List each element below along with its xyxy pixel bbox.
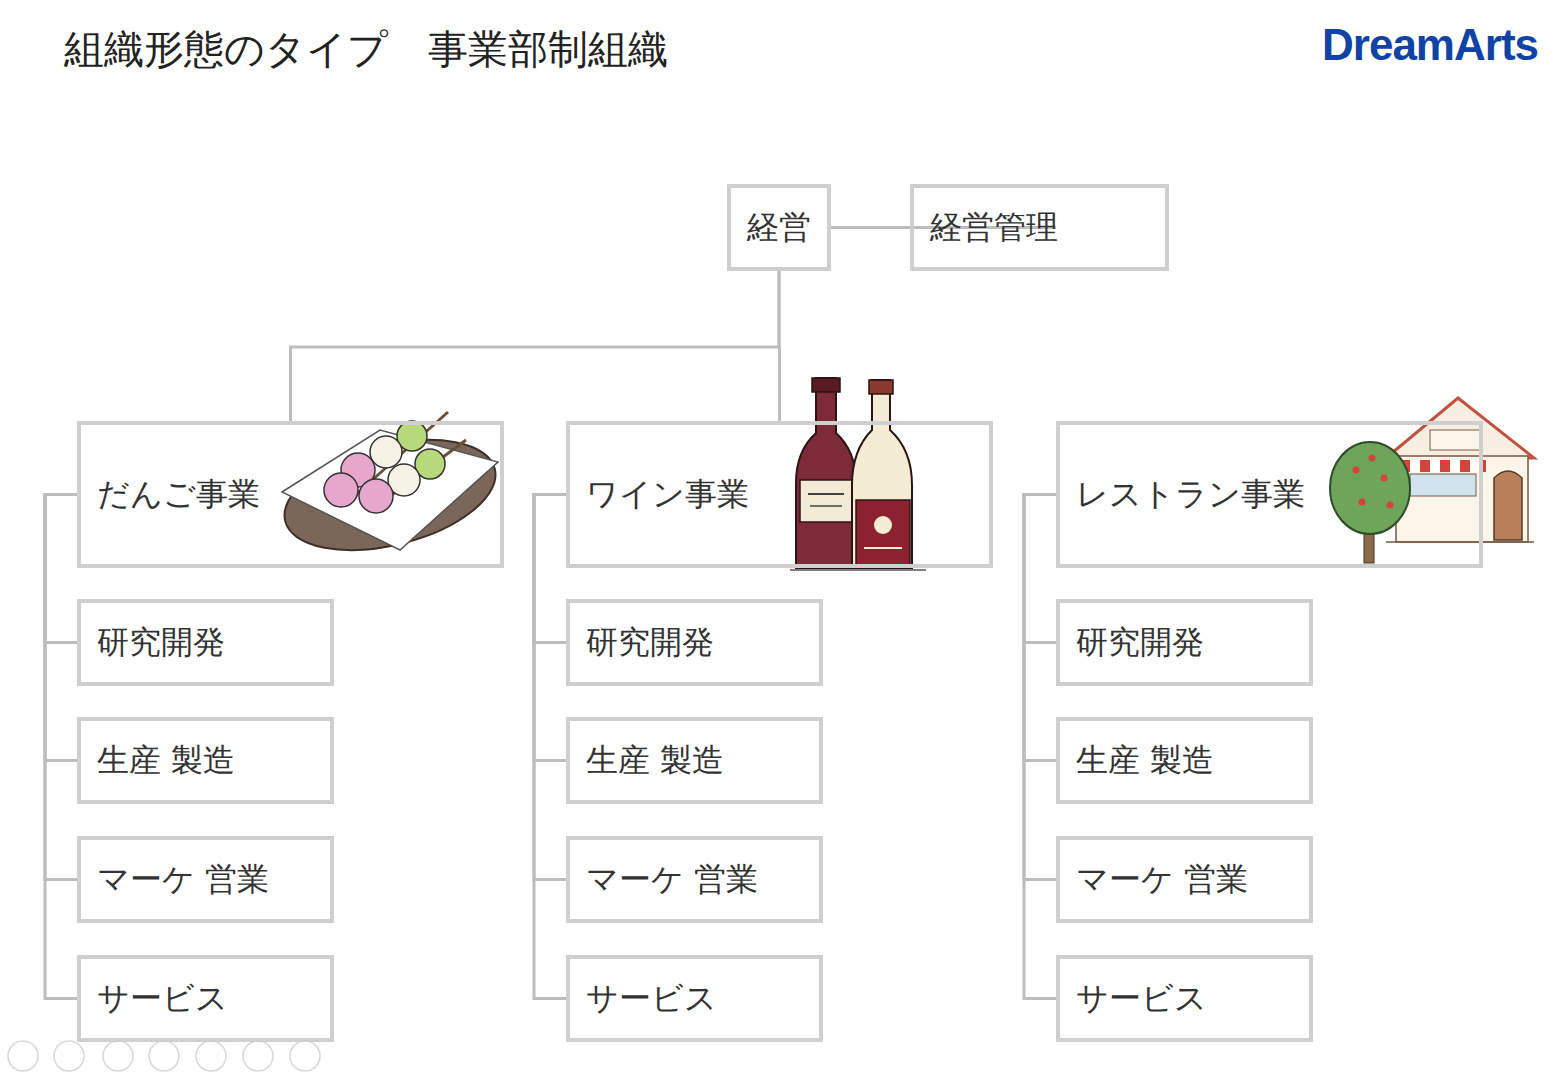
node-text: 研究開発: [1076, 623, 1204, 661]
node-text: 生産 製造: [1076, 741, 1214, 779]
function-box: マーケ 営業: [77, 836, 334, 923]
function-box: 研究開発: [566, 599, 823, 686]
node-text: サービス: [1076, 979, 1207, 1017]
division-box: だんご事業: [77, 421, 504, 568]
connector-line: [534, 495, 566, 761]
node-text: 生産 製造: [586, 741, 724, 779]
toolbar-icons: [8, 1041, 320, 1071]
admin-box: 経営管理: [910, 184, 1169, 271]
connector-line: [1024, 495, 1056, 643]
division-box: レストラン事業: [1056, 421, 1483, 568]
node-text: マーケ 営業: [97, 860, 269, 898]
node-text: サービス: [586, 979, 717, 1017]
division-box: ワイン事業: [566, 421, 993, 568]
connector-line: [45, 495, 77, 643]
function-box: 研究開発: [1056, 599, 1313, 686]
node-text: サービス: [97, 979, 228, 1017]
connector-line: [291, 271, 780, 421]
function-box: サービス: [77, 955, 334, 1042]
function-box: マーケ 営業: [566, 836, 823, 923]
connector-line: [534, 495, 566, 999]
function-box: 生産 製造: [566, 717, 823, 804]
node-text: だんご事業: [97, 475, 260, 513]
connector-line: [778, 271, 782, 421]
node-text: マーケ 営業: [586, 860, 758, 898]
connector-line: [1024, 495, 1056, 761]
function-box: 生産 製造: [77, 717, 334, 804]
dango-illustration: [273, 412, 507, 570]
node-text: ワイン事業: [586, 475, 749, 513]
node-text: 経営管理: [930, 208, 1058, 246]
connector-line: [1024, 495, 1056, 880]
connector-line: [45, 495, 77, 880]
node-text: レストラン事業: [1076, 475, 1305, 513]
wine-illustration: [790, 378, 926, 570]
connector-line: [45, 495, 77, 999]
brand-logo: DreamArts: [1322, 20, 1538, 70]
node-text: 生産 製造: [97, 741, 235, 779]
function-box: マーケ 営業: [1056, 836, 1313, 923]
slide-title: 組織形態のタイプ 事業部制組織: [64, 22, 668, 77]
connector-line: [45, 495, 77, 761]
function-box: サービス: [566, 955, 823, 1042]
connector-line: [1024, 495, 1056, 999]
connector-line: [534, 495, 566, 880]
management-box: 経営: [727, 184, 831, 271]
node-text: マーケ 営業: [1076, 860, 1248, 898]
function-box: サービス: [1056, 955, 1313, 1042]
connector-line: [534, 495, 566, 643]
function-box: 生産 製造: [1056, 717, 1313, 804]
function-box: 研究開発: [77, 599, 334, 686]
node-text: 経営: [747, 208, 811, 246]
node-text: 研究開発: [97, 623, 225, 661]
node-text: 研究開発: [586, 623, 714, 661]
